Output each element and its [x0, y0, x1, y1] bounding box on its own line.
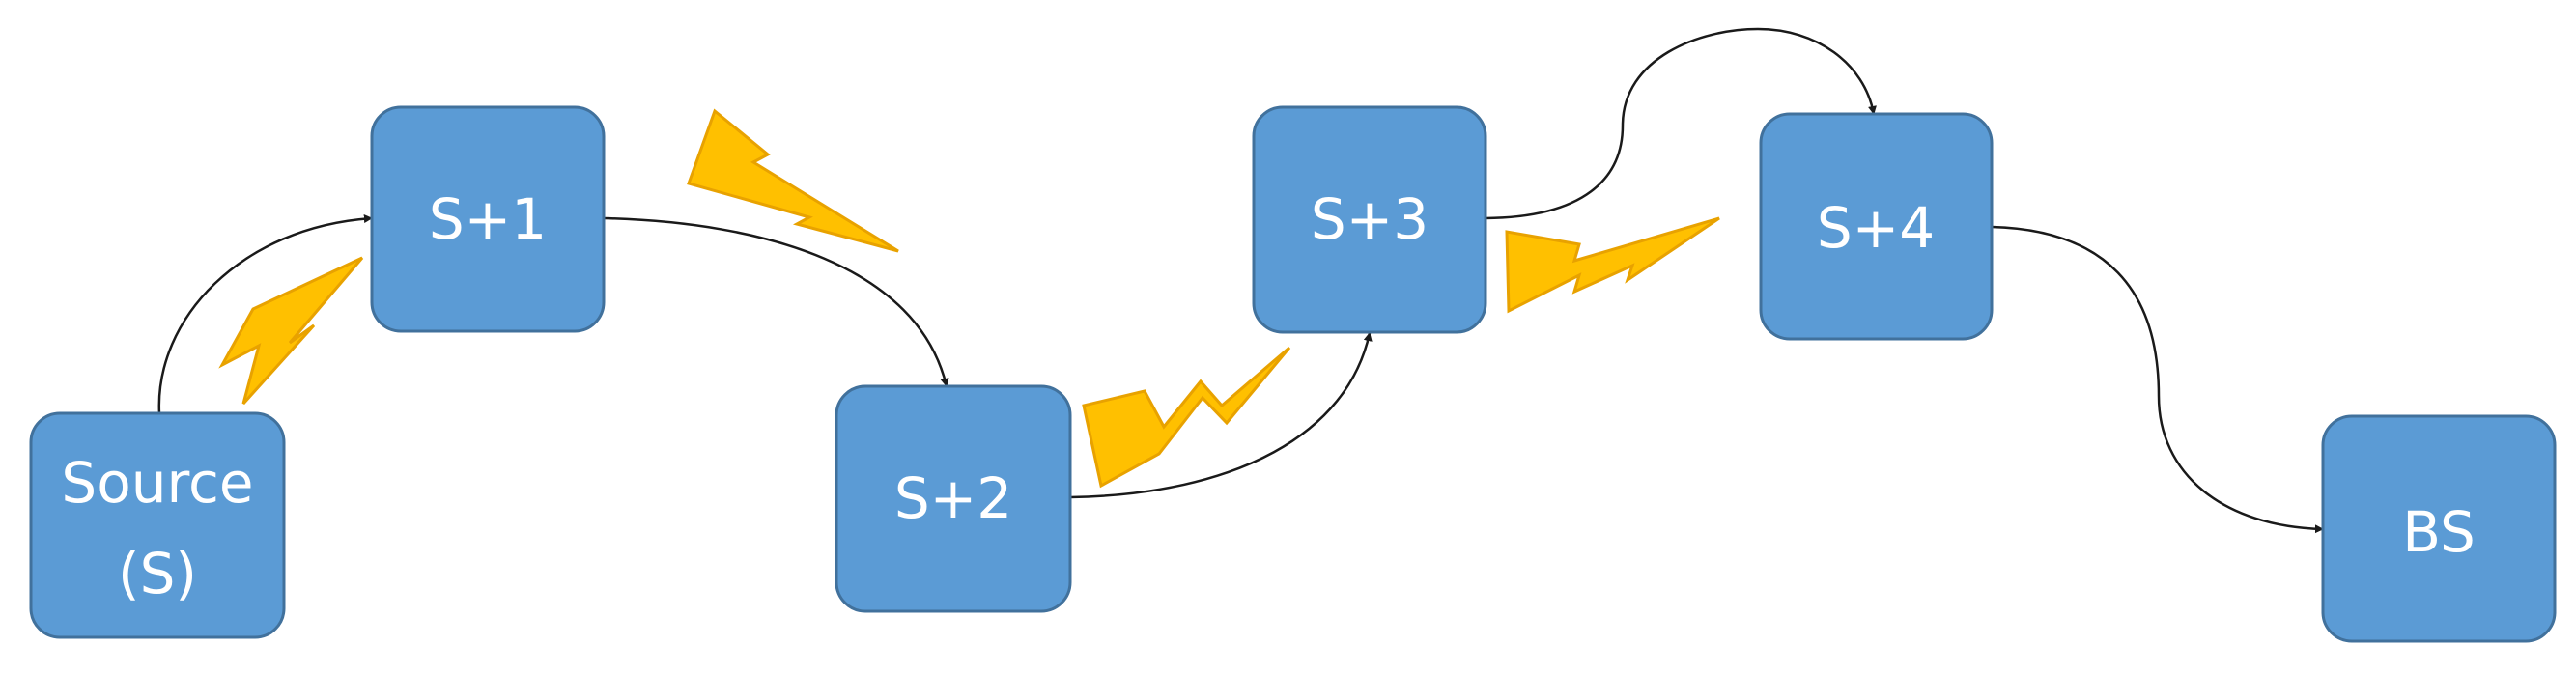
node-source: Source (S) — [29, 411, 286, 639]
node-source-label-line2: (S) — [118, 541, 197, 606]
node-s1: S+1 — [370, 105, 606, 333]
node-s3: S+3 — [1252, 105, 1487, 334]
node-s2-label: S+2 — [894, 465, 1012, 531]
lightning-bolt-icon — [687, 108, 899, 253]
edge-s3-to-s4 — [1485, 27, 1877, 220]
lightning-bolt-icon — [1505, 216, 1720, 314]
edge-s4-to-bs — [1991, 225, 2324, 534]
node-s3-label: S+3 — [1311, 186, 1429, 252]
edge-s2-to-s3 — [1069, 332, 1373, 499]
lightning-bolt-icon — [218, 256, 364, 406]
edge-source-to-s1 — [157, 214, 373, 414]
node-s2: S+2 — [835, 384, 1072, 613]
node-bs: BS — [2321, 414, 2557, 643]
edge-s1-to-s2 — [603, 216, 949, 387]
node-s1-label: S+1 — [429, 186, 547, 252]
node-source-label-line1: Source — [61, 450, 253, 516]
node-bs-label: BS — [2402, 499, 2476, 565]
lightning-bolt-icon — [1082, 346, 1291, 489]
node-s4-label: S+4 — [1817, 195, 1935, 261]
node-s4: S+4 — [1759, 112, 1994, 341]
